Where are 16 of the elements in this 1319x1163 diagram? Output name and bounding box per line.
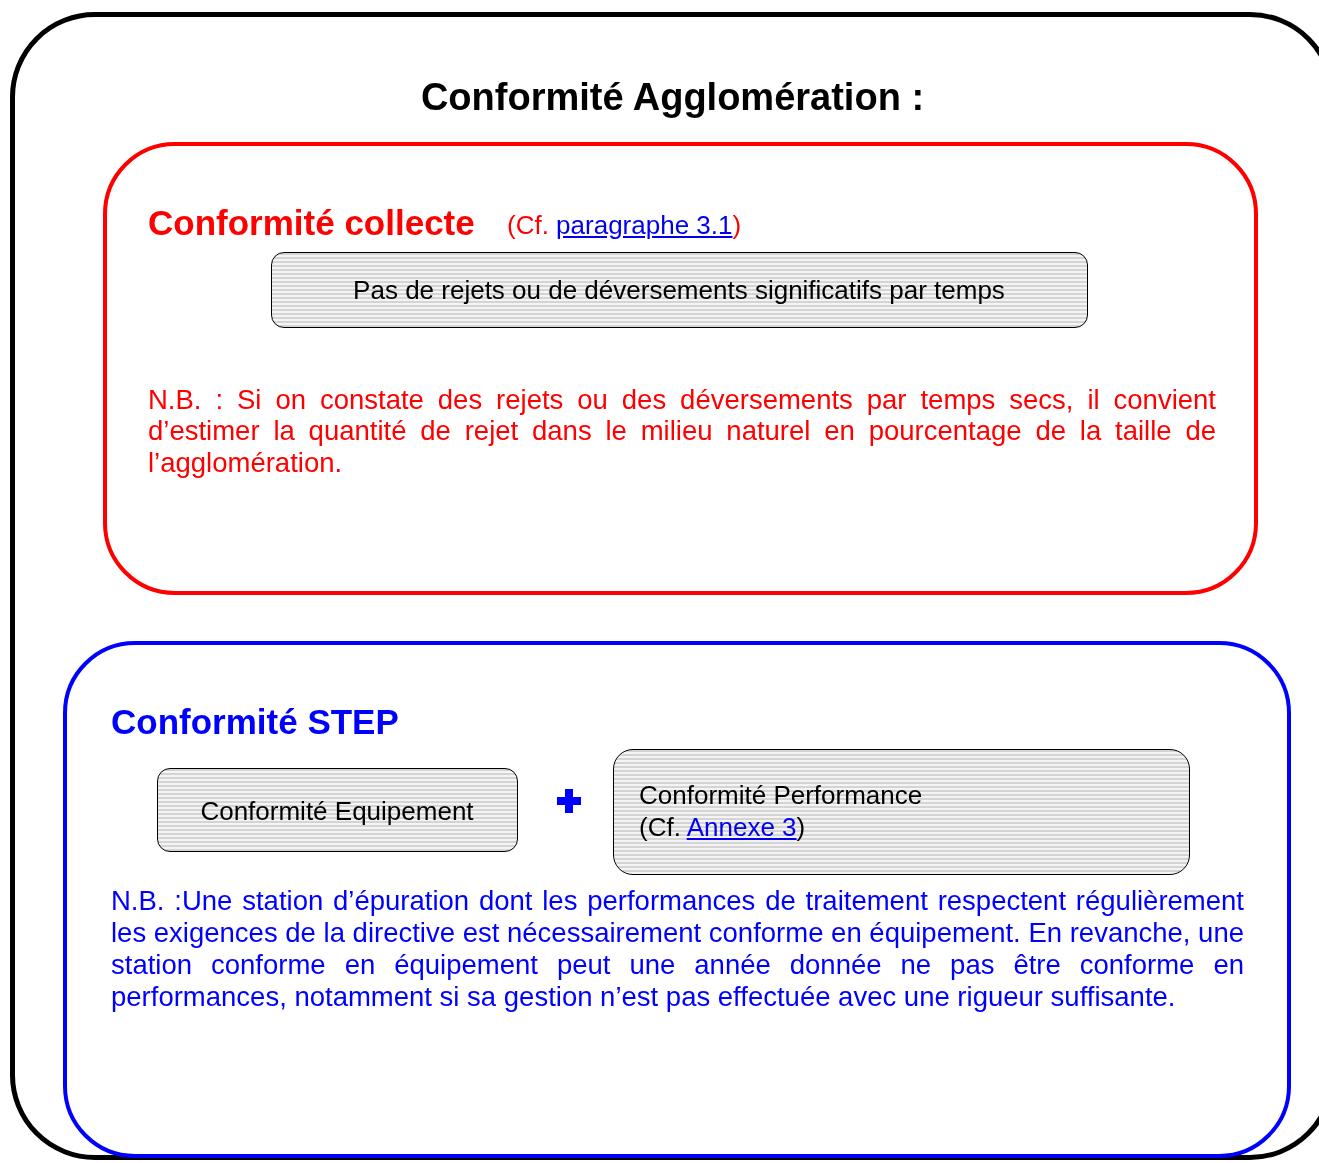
- process-label: Conformité Equipement: [199, 796, 475, 828]
- section-heading: Conformité STEP: [111, 701, 399, 743]
- process-box: [157, 768, 518, 852]
- group-box: [103, 142, 1258, 595]
- process-box: [613, 749, 1190, 875]
- note-paragraph: N.B. : Si on constate des rejets ou des déversements par temps secs, il convient d’estimer la quantité de rejet dans le milieu naturel en pourcentage de la taille de l’agglomération.: [148, 384, 1216, 479]
- group-heading: Conformité Agglomération :: [419, 75, 926, 120]
- process-label: Pas de rejets ou de déversements significatifs par temps: [352, 275, 1006, 307]
- reference-note: (Cf. Annexe 3): [639, 812, 806, 844]
- process-box: [271, 252, 1088, 328]
- note-paragraph: N.B. :Une station d’épuration dont les performances de traitement respectent régulièrement les exigences de la directive est nécessairement conforme en équipement. En revanche, une station conforme en équipement peut une année donnée ne pas être conforme en performances, notamment si sa gestion n’est pas effectuée avec une rigueur suffisante.: [111, 885, 1244, 1013]
- reference-note: (Cf. paragraphe 3.1): [507, 210, 742, 242]
- section-heading: Conformité collecte: [148, 202, 475, 244]
- group-box: [63, 641, 1291, 1158]
- process-label: Conformité Performance: [639, 780, 923, 812]
- outer-rounded-box: [10, 12, 1319, 1160]
